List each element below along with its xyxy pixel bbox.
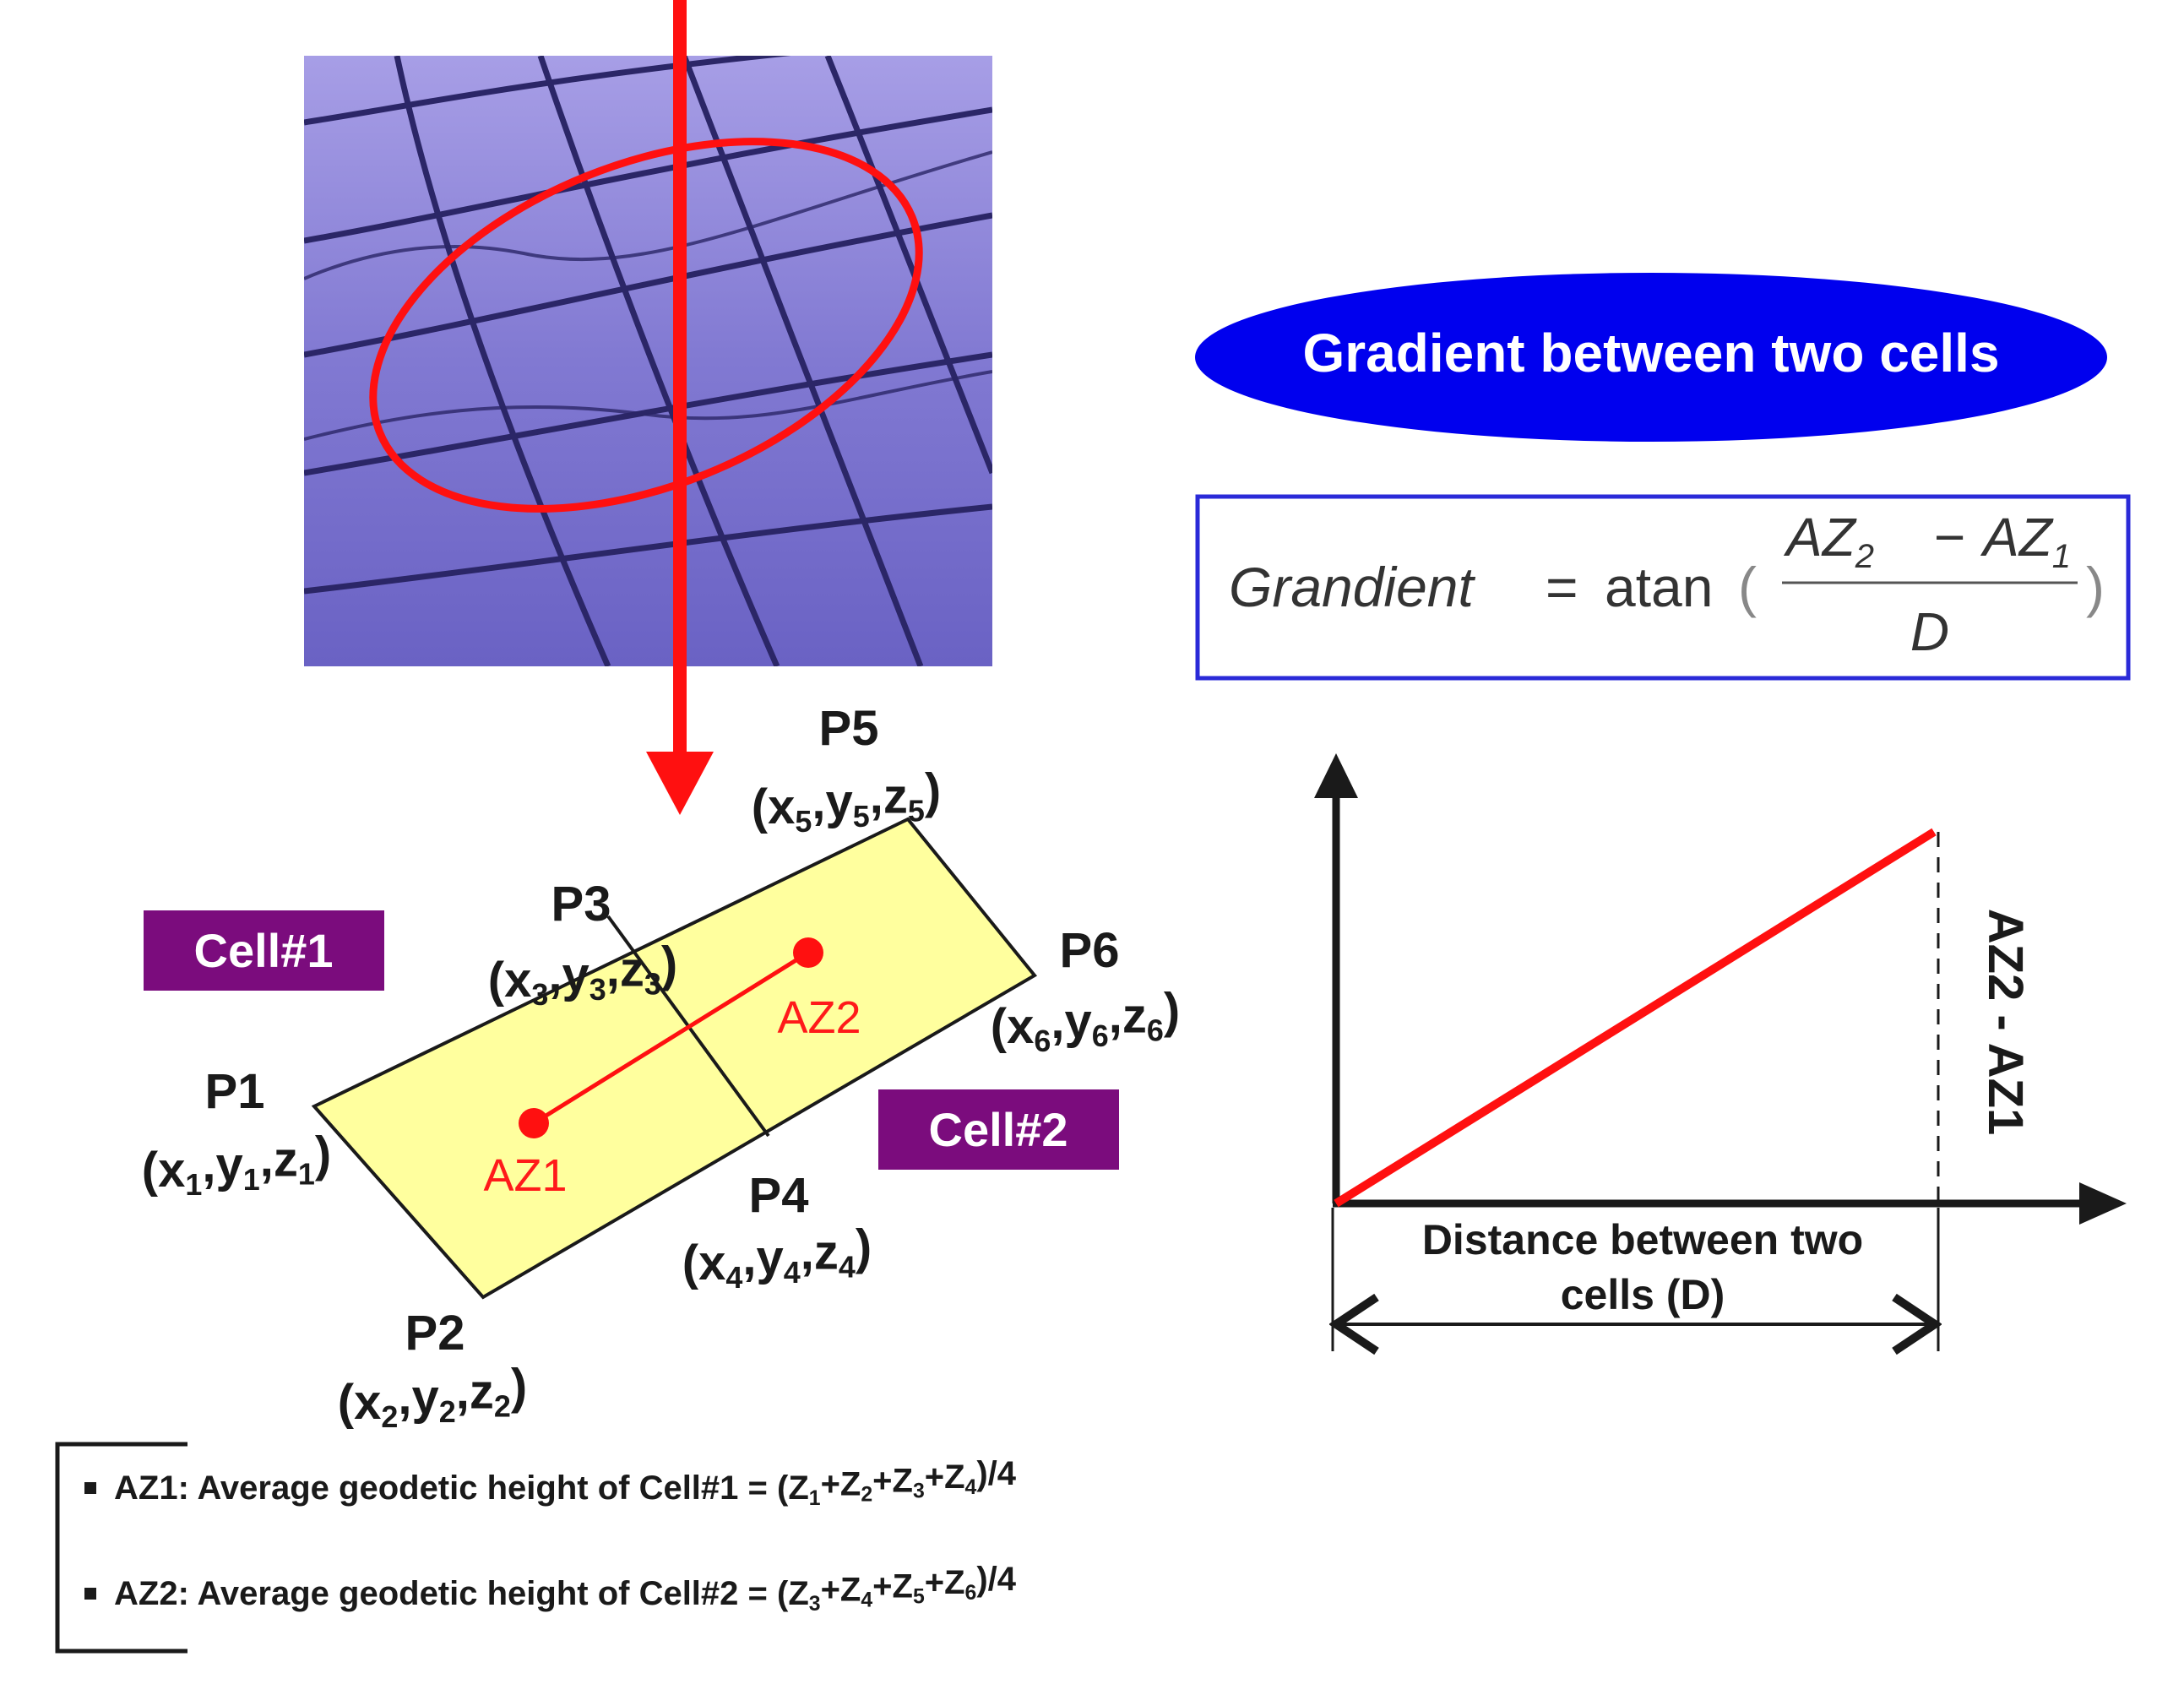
p4-coord: (x4,y4,z4) — [682, 1220, 872, 1295]
cell2-badge-bg — [878, 1089, 1119, 1170]
p1-name: P1 — [205, 1064, 265, 1119]
cell1-badge-bg — [144, 910, 384, 991]
cells-polygon — [311, 817, 1038, 1300]
point-labels: P1 P2 P3 P4 P5 P6 — [205, 701, 1120, 1361]
notes-box: AZ1: Average geodetic height of Cell#1 =… — [55, 1442, 1017, 1654]
horizontal-axis-arrow — [2079, 1182, 2127, 1225]
notes-bracket — [55, 1442, 187, 1654]
title-text: Gradient between two cells — [1302, 323, 1999, 383]
svg-text:AZ1: AZ1 — [1980, 507, 2071, 575]
title-ellipse — [1195, 273, 2107, 442]
p4-name: P4 — [749, 1168, 809, 1223]
formula-border — [1195, 494, 2131, 681]
p3-coord: (x3,y3,z3) — [488, 937, 677, 1012]
formula-close-paren: ) — [2086, 556, 2105, 618]
note1-text: AZ1: Average geodetic height of Cell#1 =… — [114, 1455, 1017, 1510]
az2-label: AZ2 — [777, 992, 861, 1043]
note2-text: AZ2: Average geodetic height of Cell#2 =… — [114, 1561, 1017, 1616]
p6-name: P6 — [1060, 923, 1120, 978]
distance-label-line1: Distance between two — [1422, 1216, 1863, 1263]
cell2-label: Cell#2 — [929, 1103, 1068, 1156]
p2-name: P2 — [405, 1306, 465, 1361]
p5-coord: (x5,y5,z5) — [752, 763, 941, 839]
gradient-graph: Distance between two cells (D) AZ2 - AZ1 — [1314, 753, 2127, 1351]
svg-text:AZ2: AZ2 — [1783, 507, 1874, 575]
cell2-badge: Cell#2 — [878, 1089, 1119, 1170]
formula-box: Grandient = atan ( AZ2 − AZ1 D ) — [1195, 494, 2131, 681]
p6-coord: (x6,y6,z6) — [991, 983, 1180, 1058]
terrain-grid-lines — [304, 56, 992, 666]
formula-lhs: Grandient — [1229, 556, 1476, 618]
az2-centroid — [793, 937, 823, 968]
p3-name: P3 — [551, 877, 611, 932]
down-arrow — [646, 0, 714, 815]
formula-minus: − — [1934, 507, 1965, 568]
p1-coord: (x1,y1,z1) — [142, 1127, 331, 1202]
formula-numerator: AZ2 − AZ1 — [1783, 507, 2071, 575]
title-badge: Gradient between two cells — [1195, 273, 2107, 442]
p5-name: P5 — [819, 701, 879, 756]
formula-open-paren: ( — [1738, 556, 1757, 618]
gradient-line — [1334, 828, 1937, 1208]
formula-func: atan — [1605, 556, 1713, 618]
formula-denominator: D — [1910, 601, 1949, 662]
p2-coord: (x2,y2,z2) — [338, 1359, 527, 1434]
formula-equals: = — [1546, 556, 1578, 618]
vertical-axis-arrow — [1314, 753, 1358, 798]
highlight-ellipse — [369, 138, 923, 513]
note2-bullet — [84, 1588, 96, 1600]
az1-centroid — [519, 1108, 549, 1138]
az1-label: AZ1 — [483, 1150, 567, 1201]
rise-label: AZ2 - AZ1 — [1978, 909, 2033, 1136]
cell1-label: Cell#1 — [194, 924, 334, 977]
note1-bullet — [84, 1482, 96, 1494]
terrain-background — [304, 56, 992, 666]
terrain-image — [304, 56, 992, 666]
point-coordinates: (x1,y1,z1) (x2,y2,z2) (x3,y3,z3) (x4,y4,… — [142, 763, 1180, 1434]
distance-label-line2: cells (D) — [1561, 1271, 1725, 1318]
cell-diagram: AZ1 AZ2 — [311, 817, 1038, 1300]
cell1-badge: Cell#1 — [144, 910, 384, 991]
centroid-link-line — [532, 950, 810, 1126]
